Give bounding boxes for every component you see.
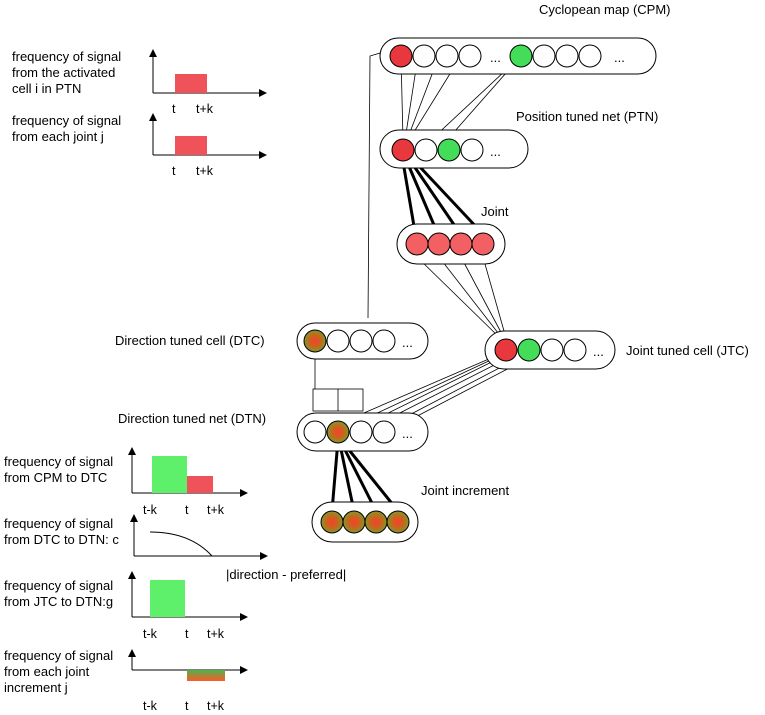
plot-dtc-dtn-line2: from DTC to DTN: c [4, 532, 119, 547]
dtc-cell-active [303, 329, 327, 353]
joint-increment-cell [386, 510, 410, 534]
cpm-cell [578, 44, 602, 68]
plot-increment-signal-line2: from each joint [4, 664, 90, 679]
joint-increment-cell [320, 510, 344, 534]
plot-increment-signal: frequency of signal from each joint incr… [4, 648, 248, 713]
cpm-cell [435, 44, 459, 68]
dtc-cell [349, 329, 373, 353]
plot-ptn-signal-line3: cell i in PTN [12, 81, 81, 96]
jtc-cell-target [517, 338, 541, 362]
plot-increment-signal-tick-tpk: t+k [207, 699, 225, 713]
cpm-cell [412, 44, 436, 68]
plot-jtc-dtn-tick-t: t [185, 627, 189, 641]
plot-jtc-dtn-bar [150, 580, 185, 617]
jtc-cell [540, 338, 564, 362]
dtn-cell [303, 420, 327, 444]
dtc-layer: Direction tuned cell (DTC) ... [115, 322, 429, 360]
plot-jtc-dtn-tick-tmk: t-k [143, 627, 158, 641]
joint-cell [405, 232, 429, 256]
joint-layer: Joint [396, 204, 509, 265]
jtc-layer: Joint tuned cell (JTC) ... [484, 330, 749, 370]
dtn-cell [349, 420, 373, 444]
cpm-ellipsis-1: ... [490, 50, 501, 65]
plot-ptn-signal-bar [175, 74, 207, 93]
cpm-cell [458, 44, 482, 68]
plot-increment-signal-line3: increment j [4, 680, 68, 695]
ptn-layer: Position tuned net (PTN) ... [379, 109, 658, 169]
plot-jtc-dtn-line2: from JTC to DTN:g [4, 594, 113, 609]
joint-increment-cell [342, 510, 366, 534]
cpm-ellipsis-2: ... [614, 50, 625, 65]
plot-joint-signal-bar [175, 136, 207, 155]
plot-increment-signal-tick-tmk: t-k [143, 699, 158, 713]
dtc-label: Direction tuned cell (DTC) [115, 333, 265, 348]
jtc-label: Joint tuned cell (JTC) [626, 343, 749, 358]
plot-dtc-dtn: frequency of signal from DTC to DTN: c |… [4, 514, 346, 582]
plot-cpm-dtc-bar-red [187, 476, 213, 493]
dtc-cell [372, 329, 396, 353]
jtc-ellipsis: ... [593, 344, 604, 359]
cpm-layer: Cyclopean map (CPM) ... ... [379, 2, 671, 75]
plot-dtc-dtn-xlabel: |direction - preferred| [226, 567, 346, 582]
dtn-cell [372, 420, 396, 444]
plot-ptn-signal-line2: from the activated [12, 65, 115, 80]
ptn-cell [414, 138, 438, 162]
ptn-cell-target [437, 138, 461, 162]
plot-cpm-dtc-line2: from CPM to DTC [4, 470, 107, 485]
plot-dtc-dtn-line1: frequency of signal [4, 516, 113, 531]
joint-label: Joint [481, 204, 509, 219]
joint-increment-cell [364, 510, 388, 534]
cpm-label: Cyclopean map (CPM) [539, 2, 671, 17]
joint-cell [427, 232, 451, 256]
plot-joint-signal: frequency of signal from each joint j t … [12, 113, 267, 178]
plot-cpm-dtc-tick-t: t [185, 503, 189, 517]
dtn-cell-active [326, 420, 350, 444]
plot-increment-signal-line1: frequency of signal [4, 648, 113, 663]
dtn-label: Direction tuned net (DTN) [118, 411, 266, 426]
plot-ptn-signal-tick-t: t [172, 102, 176, 116]
plot-joint-signal-line2: from each joint j [12, 129, 104, 144]
plot-ptn-signal-tick-tk: t+k [196, 102, 214, 116]
plot-jtc-dtn-line1: frequency of signal [4, 578, 113, 593]
dtc-cell [326, 329, 350, 353]
plot-ptn-signal-line1: frequency of signal [12, 49, 121, 64]
ptn-cell-active [391, 138, 415, 162]
plot-cpm-dtc-tick-tpk: t+k [207, 503, 225, 517]
plot-cpm-dtc-tick-tmk: t-k [143, 503, 158, 517]
connections [312, 49, 541, 512]
cpm-cell-active [389, 44, 413, 68]
plot-jtc-dtn-tick-tpk: t+k [207, 627, 225, 641]
ptn-ellipsis: ... [490, 144, 501, 159]
plot-cpm-dtc-bar-green [152, 456, 187, 493]
dtc-ellipsis: ... [402, 335, 413, 350]
plot-joint-signal-tick-t: t [172, 164, 176, 178]
ptn-cell [460, 138, 484, 162]
dtn-ellipsis: ... [402, 426, 413, 441]
cpm-cell [555, 44, 579, 68]
jtc-cell-active [494, 338, 518, 362]
cpm-cell-target [509, 44, 533, 68]
plot-joint-signal-line1: frequency of signal [12, 113, 121, 128]
joint-cell [471, 232, 495, 256]
ptn-label: Position tuned net (PTN) [516, 109, 658, 124]
cpm-cell [532, 44, 556, 68]
plot-ptn-signal: frequency of signal from the activated c… [12, 49, 267, 116]
plot-increment-signal-bar [187, 670, 225, 681]
plot-dtc-dtn-curve [149, 531, 213, 557]
dtn-layer: Direction tuned net (DTN) ... [118, 411, 429, 452]
plot-increment-signal-tick-t: t [185, 699, 189, 713]
plot-jtc-dtn: frequency of signal from JTC to DTN:g t-… [4, 571, 248, 641]
jtc-cell [563, 338, 587, 362]
joint-cell [449, 232, 473, 256]
plot-cpm-dtc-line1: frequency of signal [4, 454, 113, 469]
plot-joint-signal-tick-tk: t+k [196, 164, 214, 178]
joint-increment-layer: Joint increment [311, 483, 510, 543]
joint-increment-label: Joint increment [421, 483, 510, 498]
plot-cpm-dtc: frequency of signal from CPM to DTC t-k … [4, 447, 248, 517]
